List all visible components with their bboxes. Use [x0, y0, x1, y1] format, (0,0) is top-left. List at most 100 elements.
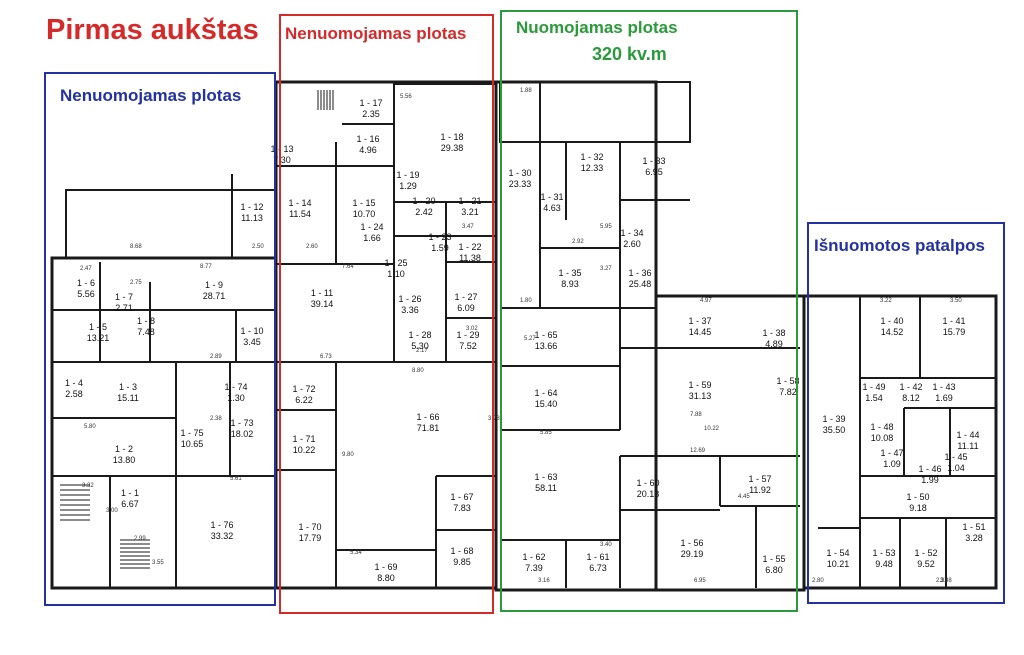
room-id-label: 1 - 15: [352, 198, 375, 208]
room-area-label: 9.48: [875, 559, 893, 569]
room-id-label: 1 - 67: [450, 492, 473, 502]
room-id-label: 1 - 57: [748, 474, 771, 484]
room-id-label: 1 - 17: [359, 98, 382, 108]
room-area-label: 5.30: [411, 341, 429, 351]
room-area-label: 15.79: [943, 327, 966, 337]
room-area-label: 3.28: [965, 533, 983, 543]
room-area-label: 18.02: [231, 429, 254, 439]
room-id-label: 1 - 61: [586, 552, 609, 562]
room-id-label: 1 - 76: [210, 520, 233, 530]
room-area-label: 11.13: [241, 213, 263, 223]
room-area-label: 29.19: [681, 549, 704, 559]
room-id-label: 1 - 33: [642, 156, 665, 166]
room-id-label: 1 - 6: [77, 278, 95, 288]
dimension-label: 2.37: [936, 578, 948, 584]
room-area-label: 6.67: [121, 499, 139, 509]
room-area-label: 29.38: [441, 143, 464, 153]
room-area-label: 71.81: [417, 423, 440, 433]
room-id-label: 1 - 2: [115, 444, 133, 454]
room-id-label: 1 - 20: [412, 196, 435, 206]
room-area-label: 4.89: [765, 339, 783, 349]
room-area-label: 25.48: [629, 279, 652, 289]
dimension-label: 2.38: [210, 416, 222, 422]
room-id-label: 1 - 4: [65, 378, 83, 388]
room-id-label: 1 - 74: [224, 382, 247, 392]
room-id-label: 1 - 31: [540, 192, 563, 202]
room-id-label: 1 - 64: [534, 388, 557, 398]
dimension-label: 3.47: [462, 224, 474, 230]
room-area-label: 2.42: [415, 207, 433, 217]
dimension-label: 2.89: [210, 354, 222, 360]
room-area-label: 9.85: [453, 557, 471, 567]
room-id-label: 1 - 60: [636, 478, 659, 488]
room-area-label: 20.13: [637, 489, 660, 499]
room-id-label: 1 - 19: [396, 170, 419, 180]
room-id-label: 1 - 29: [456, 330, 479, 340]
room-id-label: 1 - 26: [398, 294, 421, 304]
dimension-label: 3.38: [940, 578, 952, 584]
room-id-label: 1 - 27: [454, 292, 477, 302]
zone-right-boundary: [807, 222, 1005, 604]
dimension-label: 9.80: [342, 452, 354, 458]
room-area-label: 10.08: [871, 433, 894, 443]
room-id-label: 1 - 70: [298, 522, 321, 532]
dimension-label: 2.17: [416, 348, 428, 354]
dimension-label: 5.80: [84, 424, 96, 430]
room-area-label: 8.80: [377, 573, 395, 583]
dimension-label: 2.50: [252, 244, 264, 250]
room-area-label: 7.39: [525, 563, 543, 573]
room-area-label: 13.21: [87, 333, 110, 343]
room-area-label: 3.45: [243, 337, 261, 347]
room-area-label: 1.10: [387, 269, 405, 279]
dimension-label: 1.88: [520, 88, 532, 94]
room-area-label: 10.70: [353, 209, 376, 219]
room-area-label: 1.30: [227, 393, 245, 403]
room-area-label: 1.66: [363, 233, 381, 243]
room-area-label: 6.22: [295, 395, 313, 405]
room-id-label: 1 - 25: [384, 258, 407, 268]
dimension-label: 8.80: [412, 368, 424, 374]
dimension-label: 1.80: [520, 298, 532, 304]
room-id-label: 1 - 53: [872, 548, 895, 558]
room-id-label: 1 - 63: [534, 472, 557, 482]
room-area-label: 9.52: [917, 559, 935, 569]
room-area-label: 7.30: [273, 155, 291, 165]
room-area-label: 8.93: [561, 279, 579, 289]
zone-center-boundary: [500, 10, 798, 612]
dimension-label: 3.22: [880, 298, 892, 304]
dimension-label: 3.00: [106, 508, 118, 514]
dimension-label: 7.64: [342, 264, 354, 270]
room-area-label: 2.71: [115, 303, 133, 313]
room-area-label: 10.21: [827, 559, 850, 569]
dimension-label: 3.78: [488, 416, 500, 422]
room-id-label: 1 - 68: [450, 546, 473, 556]
room-outline: [65, 189, 277, 259]
dimension-label: 3.50: [950, 298, 962, 304]
room-id-label: 1 - 22: [458, 242, 481, 252]
room-id-label: 1 - 30: [508, 168, 531, 178]
room-id-label: 1 - 5: [89, 322, 107, 332]
room-id-label: 1 - 65: [534, 330, 557, 340]
room-id-label: 1 - 34: [620, 228, 643, 238]
room-area-label: 15.40: [535, 399, 558, 409]
dimension-label: 8.68: [130, 244, 142, 250]
room-area-label: 8.12: [902, 393, 920, 403]
room-id-label: 1 - 36: [628, 268, 651, 278]
room-area-label: 3.36: [401, 305, 419, 315]
dimension-label: 6.73: [320, 354, 332, 360]
room-area-label: 11.54: [289, 209, 311, 219]
room-area-label: 1.04: [947, 463, 965, 473]
dimension-label: 5.95: [600, 224, 612, 230]
room-area-label: 7.48: [137, 327, 155, 337]
room-id-label: 1 - 51: [962, 522, 985, 532]
dimension-label: 3.16: [538, 578, 550, 584]
dimension-label: 2.60: [306, 244, 318, 250]
dimension-label: 2.92: [572, 239, 584, 245]
room-id-label: 1 - 55: [762, 554, 785, 564]
room-id-label: 1 - 56: [680, 538, 703, 548]
room-area-label: 6.80: [765, 565, 783, 575]
room-area-label: 58.11: [535, 483, 557, 493]
room-id-label: 1 - 45: [944, 452, 967, 462]
room-area-label: 13.80: [113, 455, 136, 465]
room-id-label: 1 - 72: [292, 384, 315, 394]
